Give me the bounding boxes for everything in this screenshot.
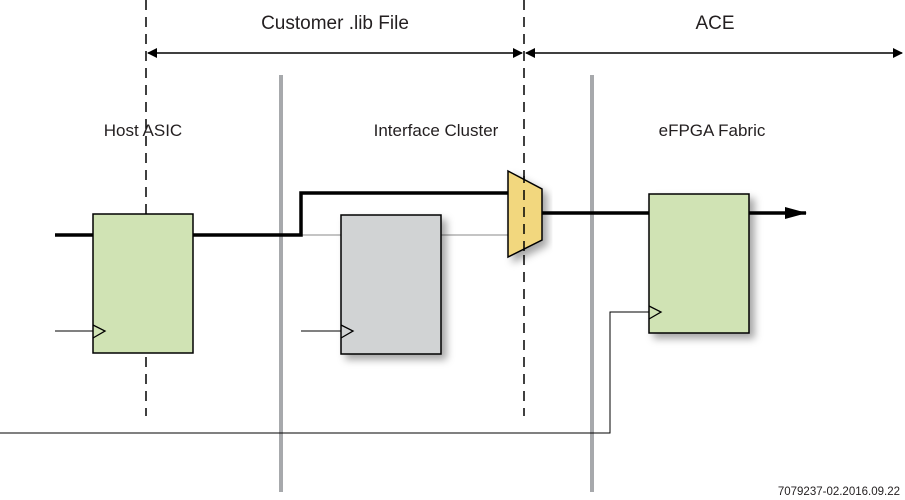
interface-cluster-register	[340, 214, 442, 355]
host-clock-icon	[92, 324, 107, 339]
efpga-clock-icon	[648, 305, 663, 320]
host-asic-register	[92, 213, 194, 354]
interface-cluster-label: Interface Cluster	[374, 121, 499, 140]
efpga-register	[648, 193, 750, 334]
bypass-wire	[193, 191, 508, 237]
figure-id: 7079237-02.2016.09.22	[778, 486, 900, 498]
efpga-clock-wire	[0, 311, 649, 434]
interface-clock-icon	[340, 324, 355, 339]
customer-lib-label: Customer .lib File	[261, 13, 409, 34]
host-asic-label: Host ASIC	[104, 121, 182, 140]
efpga-fabric-label: eFPGA Fabric	[659, 121, 766, 140]
mux	[507, 169, 543, 259]
ace-label: ACE	[695, 13, 734, 34]
